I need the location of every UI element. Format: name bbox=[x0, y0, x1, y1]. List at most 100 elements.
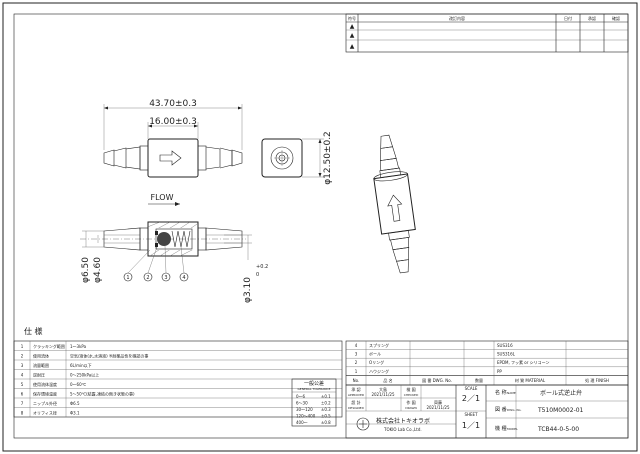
designed-en: DESIGNED bbox=[348, 406, 364, 410]
drawn-date: 2021/11/25 bbox=[426, 405, 450, 410]
dwg-number: T510M0002-01 bbox=[537, 407, 584, 414]
parts-header-no: No. bbox=[353, 378, 360, 383]
approved-en: APPROVED bbox=[348, 393, 365, 397]
approved-label: 承 認 bbox=[351, 386, 360, 392]
spec-row-7-item: ニップル外径 bbox=[33, 400, 57, 406]
ball bbox=[157, 232, 171, 246]
spec-row-2-value: 空気/液体(水,水溶液) ※耐薬品性を確認の事 bbox=[70, 353, 148, 359]
parts-header-dwg: 図 番 DWG. No. bbox=[422, 377, 452, 383]
parts-header-finish: 処 理 FINISH bbox=[585, 377, 609, 383]
svg-text:+0.2: +0.2 bbox=[256, 264, 268, 270]
svg-text:0: 0 bbox=[256, 272, 259, 278]
balloon-3: 3 bbox=[164, 275, 167, 281]
tol-row-3-value: ±0.3 bbox=[321, 407, 331, 412]
spec-row-8-value: Φ3.1 bbox=[70, 411, 80, 416]
rev-header-no: 符号 bbox=[348, 15, 356, 21]
designed-label: 設 計 bbox=[351, 399, 360, 405]
parts-header-material: 材 質 MATERIAL bbox=[515, 377, 546, 383]
tolerance-table: 一般公差 GENERAL TOLERANCE 0～6 ±0.1 6～30 ±0.… bbox=[291, 378, 337, 427]
tol-row-5-range: 400～ bbox=[296, 420, 308, 425]
tol-row-2-value: ±0.2 bbox=[321, 401, 331, 406]
spec-row-7-no: 7 bbox=[21, 401, 24, 406]
sheet-label: SHEET bbox=[464, 412, 478, 417]
end-view: φ12.50±0.2 bbox=[261, 131, 333, 185]
rev-header-date: 日付 bbox=[564, 15, 572, 21]
spec-row-1-value: 1～3kPa bbox=[70, 344, 87, 349]
dim-port-id: φ4.60 bbox=[93, 257, 103, 283]
dim-port-od: φ6.50 bbox=[81, 257, 91, 283]
spec-table: 仕 様 1 クラッキング範囲 1～3kPa 2 使用流体 空気/液体(水,水溶液… bbox=[13, 326, 343, 418]
dim-outer-diameter: φ12.50±0.2 bbox=[323, 131, 333, 185]
spec-title: 仕 様 bbox=[24, 326, 43, 336]
front-view: 43.70±0.3 16.00±0.3 bbox=[103, 99, 243, 178]
parts-header-name: 品 名 bbox=[383, 377, 392, 383]
spec-row-6-item: 保存環境温度 bbox=[33, 391, 57, 397]
spec-row-5-value: 0～60℃ bbox=[70, 382, 87, 387]
title-block: 承 認 APPROVED 大島 2021/11/25 検 図 CHECKED 設… bbox=[345, 384, 629, 439]
spec-row-7-value: Φ6.5 bbox=[70, 401, 80, 406]
part-row-3-name: Oリング bbox=[369, 359, 384, 365]
part-row-1-no: 4 bbox=[355, 343, 358, 348]
tol-row-1-range: 0～6 bbox=[296, 394, 306, 399]
company-name-en: TOKIO Lab Co.,Ltd. bbox=[383, 427, 422, 432]
checked-label: 検 図 bbox=[406, 386, 415, 392]
tol-row-4-value: ±0.5 bbox=[321, 414, 331, 419]
spec-row-3-item: 流量範囲 bbox=[33, 362, 49, 368]
part-row-1-name: スプリング bbox=[369, 342, 389, 348]
name-en: NAME bbox=[507, 391, 516, 395]
tol-row-4-range: 120～400 bbox=[296, 414, 316, 419]
dwg-en: DWG. No. bbox=[507, 408, 522, 412]
company-logo-icon bbox=[356, 417, 370, 431]
rev-header-checked: 確認 bbox=[612, 15, 620, 21]
model-label: 機 種 bbox=[495, 425, 507, 432]
part-name: ボール式逆止弁 bbox=[540, 389, 582, 397]
tol-row-5-value: ±0.8 bbox=[321, 420, 331, 425]
part-row-2-name: ボール bbox=[369, 351, 381, 357]
spec-row-4-no: 4 bbox=[21, 373, 24, 378]
model-en: MODEL bbox=[507, 427, 518, 431]
spec-row-4-item: 逆耐圧 bbox=[33, 372, 45, 378]
balloon-1: 1 bbox=[126, 275, 129, 281]
rev-header-approved: 承認 bbox=[588, 15, 596, 21]
flow-arrow-icon bbox=[159, 150, 182, 166]
tol-row-1-value: ±0.1 bbox=[321, 394, 331, 399]
tol-row-2-range: 6～30 bbox=[296, 401, 308, 406]
rev-row-2-symbol: ▲ bbox=[350, 32, 355, 39]
dwg-label: 図 番 bbox=[495, 406, 507, 413]
scale-label: SCALE bbox=[465, 386, 478, 391]
checked-en: CHECKED bbox=[404, 393, 419, 397]
tol-row-3-range: 30～120 bbox=[296, 407, 313, 412]
spec-row-8-item: オリフィス径 bbox=[33, 410, 57, 416]
section-view: FLOW bbox=[80, 193, 268, 303]
tolerance-title: 一般公差 bbox=[304, 380, 324, 387]
part-row-4-no: 1 bbox=[355, 369, 358, 374]
drawn-label: 作 図 bbox=[406, 399, 415, 405]
spec-row-2-no: 2 bbox=[21, 354, 24, 359]
balloon-2: 2 bbox=[146, 275, 149, 281]
part-row-1-material: SUS316 bbox=[497, 343, 513, 348]
spec-row-3-value: 6L/min以下 bbox=[70, 363, 92, 368]
spec-row-6-no: 6 bbox=[21, 392, 24, 397]
rev-row-3-symbol: ▲ bbox=[350, 43, 355, 50]
dim-body-length: 16.00±0.3 bbox=[149, 117, 197, 127]
tolerance-subtitle: GENERAL TOLERANCE bbox=[297, 387, 330, 391]
parts-header-qty: 数量 bbox=[475, 377, 483, 383]
approved-by: 大島 bbox=[379, 386, 387, 392]
spec-row-5-no: 5 bbox=[21, 382, 24, 387]
dim-overall-length: 43.70±0.3 bbox=[149, 99, 197, 109]
company-name: 株式会社トキオラボ bbox=[376, 417, 430, 425]
valve-body bbox=[147, 138, 199, 178]
part-row-4-material: PP bbox=[497, 369, 502, 374]
drawn-by: 齊藤 bbox=[434, 399, 442, 405]
flow-arrow-up-icon bbox=[387, 194, 403, 222]
name-label: 名 称 bbox=[495, 389, 507, 396]
part-row-3-material: EPDM, フッ素 or シリコーン bbox=[497, 359, 549, 365]
spec-row-8-no: 8 bbox=[21, 411, 24, 416]
spec-row-4-value: 0～250kPa以上 bbox=[70, 372, 99, 378]
part-row-2-material: SUS316L bbox=[497, 352, 516, 357]
parts-table: 4 スプリング SUS316 3 ボール SUS316L 2 Oリング EPDM… bbox=[345, 340, 629, 386]
part-row-3-no: 2 bbox=[355, 360, 358, 365]
flow-label: FLOW bbox=[151, 193, 174, 202]
